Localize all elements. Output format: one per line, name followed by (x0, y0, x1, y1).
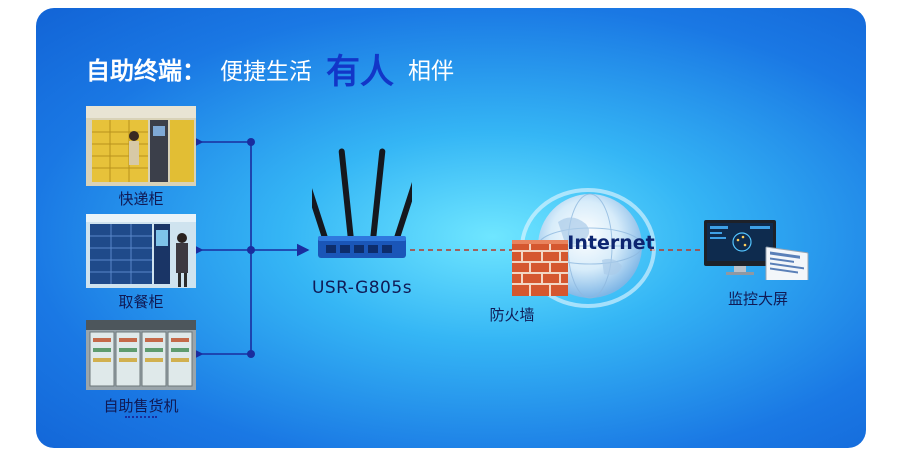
junction-dot-1 (247, 138, 255, 146)
page-title: 自助终端： 便捷生活有人相伴 (86, 44, 454, 92)
diagram-card: 自助终端： 便捷生活有人相伴 (36, 8, 866, 448)
connector-lines (190, 135, 701, 361)
monitor-label: 监控大屏 (727, 290, 788, 308)
junction-dot-3 (247, 350, 255, 358)
router-label: USR-G805s (311, 278, 413, 298)
device-label-meal-locker: 取餐柜 (118, 293, 164, 311)
device-label-parcel-locker: 快递柜 (118, 190, 164, 208)
title-part-2: 便捷生活 (220, 58, 312, 85)
vending-machine-image (86, 320, 196, 390)
title-part-1: 自助终端： (86, 57, 206, 85)
firewall-icon (508, 236, 572, 300)
title-part-3: 相伴 (408, 58, 454, 85)
internet-label: Internet (567, 232, 655, 254)
title-highlight: 有人 (326, 52, 394, 92)
router-icon (312, 144, 412, 268)
monitor-screen-icon (702, 218, 812, 280)
parcel-locker-image (86, 106, 196, 186)
meal-locker-image (86, 214, 196, 288)
device-label-vending-machine: 自助售货机 (103, 397, 179, 415)
vending-label-dots (125, 416, 157, 418)
firewall-label: 防火墙 (489, 306, 535, 324)
